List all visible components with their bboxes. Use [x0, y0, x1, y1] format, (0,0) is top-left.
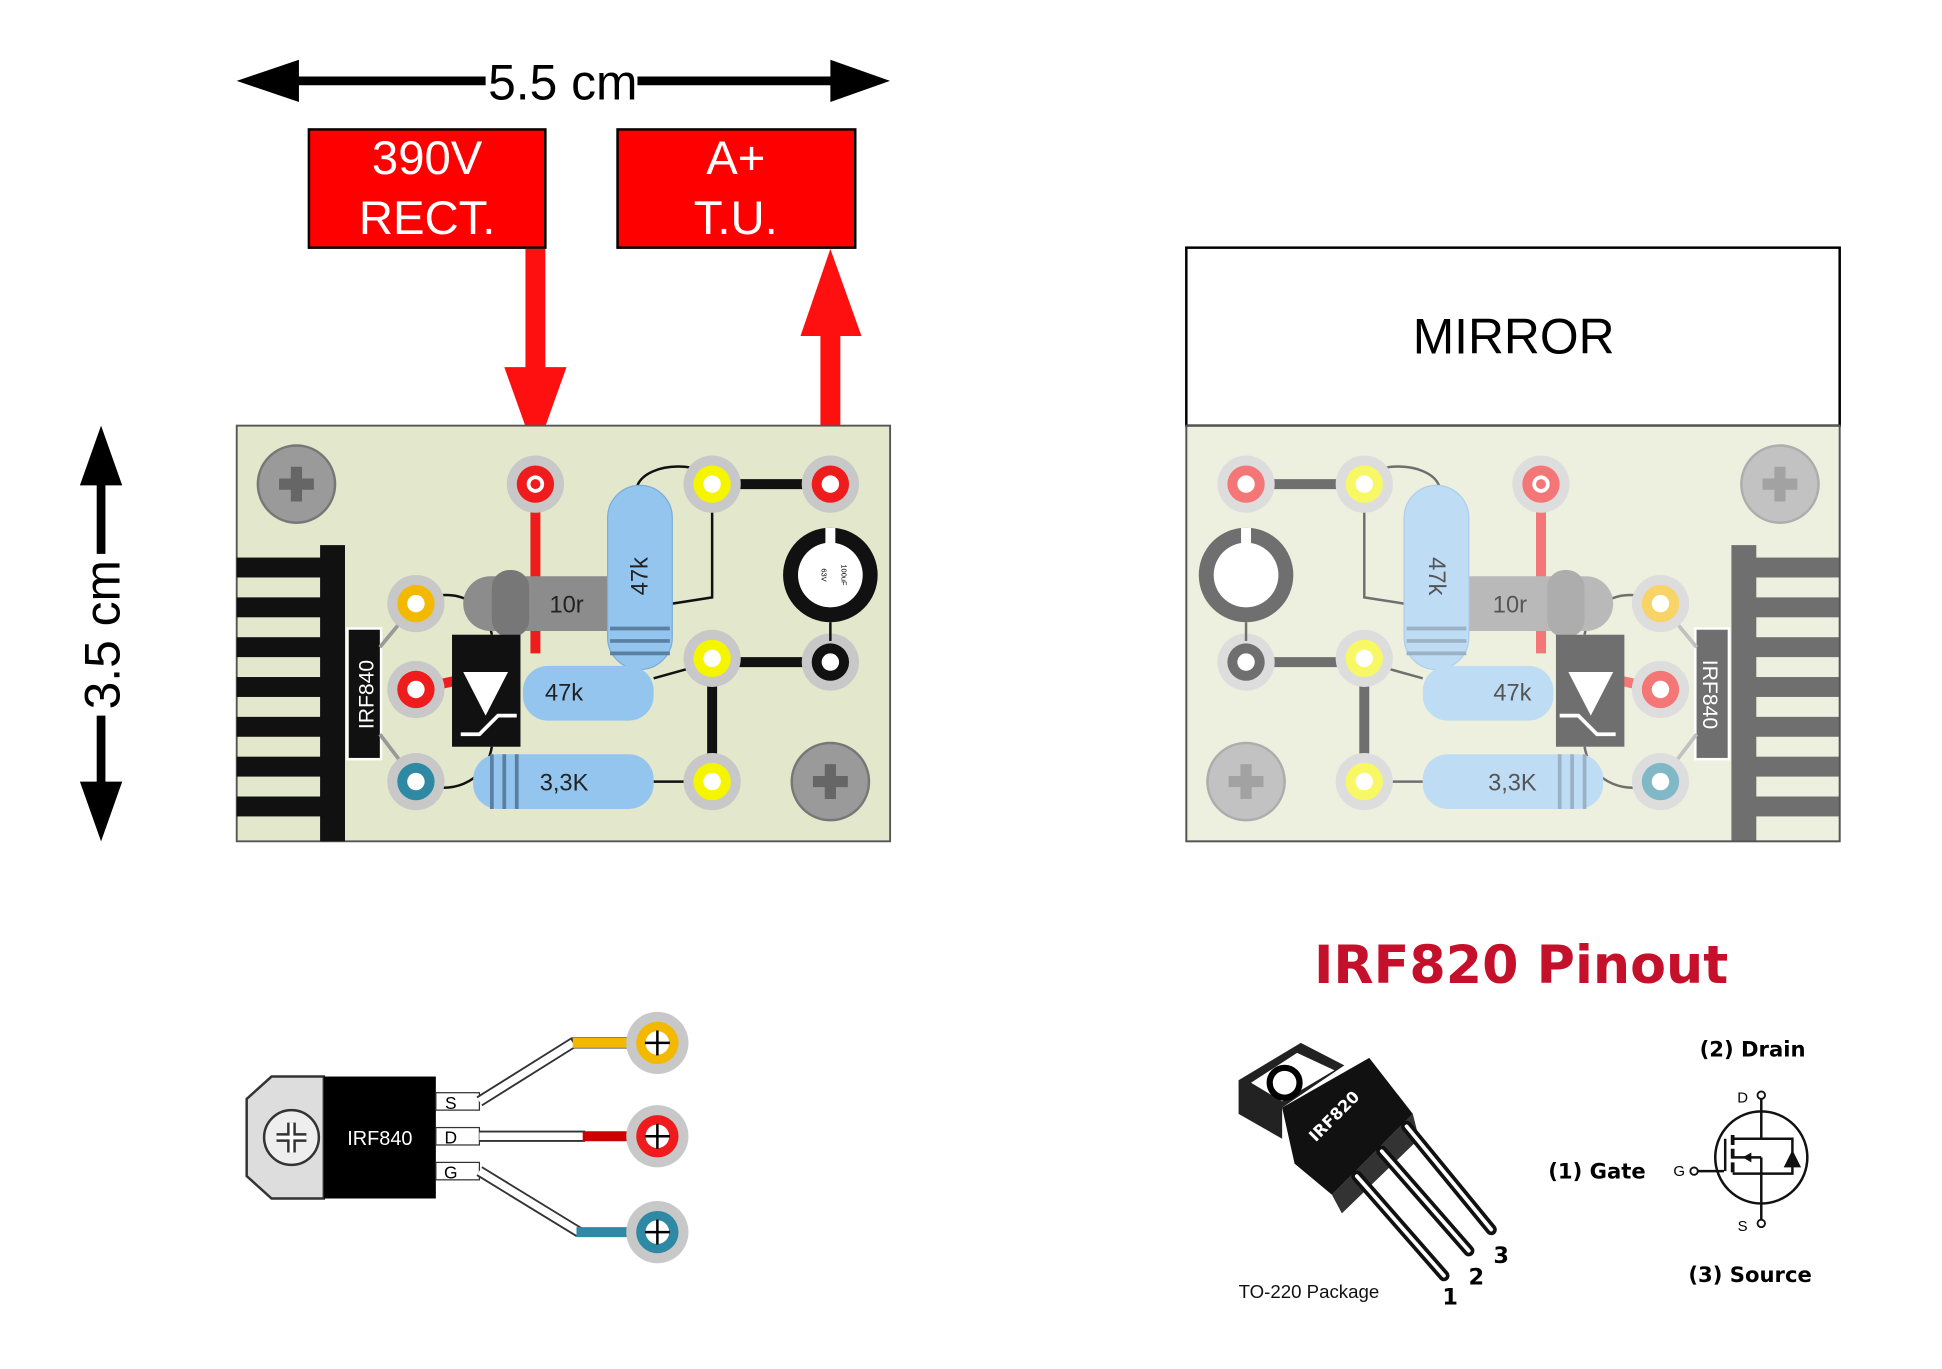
arrow-up-icon [79, 425, 123, 486]
transistor-lead-diagram: IRF840 S D G [245, 1011, 689, 1264]
pinout-title: IRF820 Pinout [1314, 935, 1728, 996]
height-dimension: 3.5 cm [75, 425, 131, 842]
to220-package-drawing: IRF820 [1238, 1042, 1497, 1282]
pin-s-label: S [445, 1093, 457, 1113]
mirror-resistor-47k-label: 47k [1493, 681, 1531, 707]
input-arrow [504, 248, 567, 455]
arrow-right-icon [830, 59, 891, 103]
arrow-left-icon [236, 59, 299, 103]
pin-g-label: G [444, 1163, 458, 1183]
capacitor-value: 100uF [840, 564, 849, 586]
pcb-layout: 10r 47k 47k 3,3K IRF840 100uF 63V [237, 426, 890, 842]
mirror-transistor-label: IRF840 [1698, 660, 1721, 729]
pin-number-1: 1 [1442, 1284, 1458, 1310]
height-label: 3.5 cm [75, 560, 131, 709]
pin-number-2: 2 [1468, 1264, 1484, 1290]
symbol-g-label: G [1673, 1163, 1685, 1180]
transistor-label: IRF840 [356, 660, 379, 729]
resistor-47k-label: 47k [545, 681, 583, 707]
pin-d-label: D [444, 1128, 457, 1148]
source-label: (3) Source [1688, 1262, 1812, 1287]
arrow-down-icon [79, 781, 123, 842]
width-label: 5.5 cm [488, 55, 637, 111]
resistor-10r-label: 10r [549, 592, 583, 618]
input-label-line2: RECT. [359, 192, 496, 245]
lead-diagram-part-label: IRF840 [347, 1128, 412, 1150]
output-label-box: A+ T.U. [616, 128, 857, 249]
mirror-resistor-47k-vertical-label: 47k [1423, 557, 1449, 595]
resistor-47k-vertical-label: 47k [627, 557, 653, 595]
mirror-resistor-10r-label: 10r [1493, 592, 1527, 618]
pin-number-3: 3 [1493, 1243, 1509, 1269]
output-label-line1: A+ [706, 132, 765, 185]
width-dimension: 5.5 cm [236, 55, 891, 111]
resistor-3k3-label: 3,3K [540, 770, 589, 796]
drain-label: (2) Drain [1700, 1037, 1806, 1062]
package-label: TO-220 Package [1239, 1281, 1380, 1302]
mirror-label: MIRROR [1413, 308, 1615, 364]
mirror-header: MIRROR [1185, 246, 1841, 427]
input-label-box: 390V RECT. [307, 128, 547, 249]
irf820-pinout: IRF820 Pinout IRF820 TO-220 Package 1 2 … [1238, 935, 1812, 1310]
symbol-d-label: D [1737, 1090, 1748, 1107]
gate-label: (1) Gate [1548, 1159, 1645, 1184]
output-label-line2: T.U. [694, 192, 778, 245]
input-label-line1: 390V [372, 132, 483, 185]
pcb-layout-mirrored: 10r 47k 47k 3,3K IRF840 [1186, 426, 1839, 842]
mosfet-symbol-icon: D G S [1673, 1090, 1809, 1235]
capacitor-voltage: 63V [820, 568, 829, 581]
mirror-resistor-3k3-label: 3,3K [1488, 770, 1537, 796]
symbol-s-label: S [1738, 1218, 1748, 1235]
